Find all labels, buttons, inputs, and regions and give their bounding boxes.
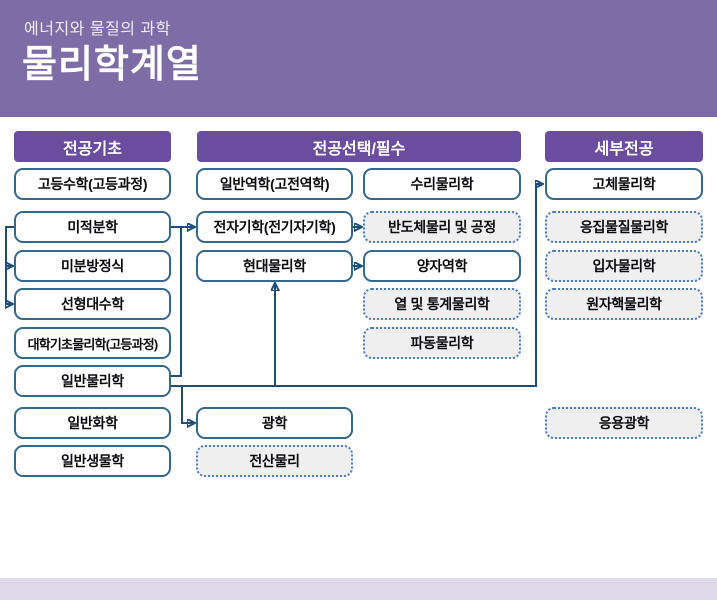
course-box-calculus: 미적분학 <box>14 211 171 243</box>
course-box-particle-physics: 입자물리학 <box>545 250 703 282</box>
course-box-solid-state-physics: 고체물리학 <box>545 168 703 200</box>
column-header-electives: 전공선택/필수 <box>197 131 521 162</box>
course-box-wave-physics: 파동물리학 <box>363 327 521 359</box>
banner-subtitle: 에너지와 물질의 과학 <box>24 21 171 38</box>
course-box-linear-algebra: 선형대수학 <box>14 288 171 320</box>
course-box-univ-basic-physics: 대학기초물리학(고등과정) <box>14 327 171 359</box>
course-box-general-biology: 일반생물학 <box>14 445 171 477</box>
course-box-differential-equations: 미분방정식 <box>14 250 171 282</box>
course-box-mathematical-physics: 수리물리학 <box>363 168 521 200</box>
course-box-condensed-matter-physics: 응집물질물리학 <box>545 211 703 243</box>
course-box-thermal-statistical-physics: 열 및 통계물리학 <box>363 288 521 320</box>
course-box-nuclear-physics: 원자핵물리학 <box>545 288 703 320</box>
course-box-modern-physics: 현대물리학 <box>196 250 353 282</box>
course-box-semiconductor-physics: 반도체물리 및 공정 <box>363 211 521 243</box>
course-box-quantum-mechanics: 양자역학 <box>363 250 521 282</box>
course-box-optics: 광학 <box>196 407 353 439</box>
connector-general-physics-to-optics <box>181 386 193 423</box>
connector-branch-to-general-physics <box>171 227 182 377</box>
course-box-general-mechanics: 일반역학(고전역학) <box>196 168 353 200</box>
page-title: 물리학계열 <box>22 44 202 86</box>
column-header-specializations: 세부전공 <box>545 131 703 162</box>
course-box-computational-physics: 전산물리 <box>196 445 353 477</box>
course-box-high-school-math: 고등수학(고등과정) <box>14 168 171 200</box>
page-banner: 에너지와 물질의 과학 물리학계열 <box>0 0 717 117</box>
footer-accent-bar <box>0 578 717 600</box>
course-box-general-physics: 일반물리학 <box>14 365 171 397</box>
course-box-electromagnetism: 전자기학(전기자기학) <box>196 211 353 243</box>
connector-calculus-bracket <box>5 226 14 304</box>
course-box-general-chemistry: 일반화학 <box>14 407 171 439</box>
column-header-basics: 전공기초 <box>14 131 171 162</box>
course-box-applied-optics: 응용광학 <box>545 407 703 439</box>
